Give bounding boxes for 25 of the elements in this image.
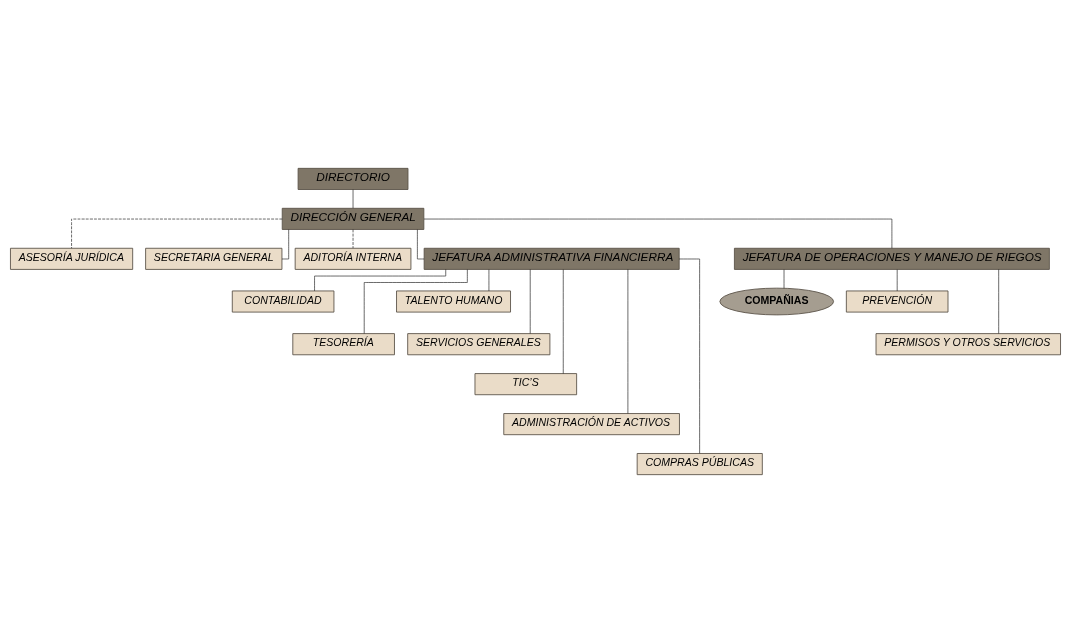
- connector: [529, 269, 531, 334]
- node-box: JEFATURA ADMINISTRATIVA FINANCIERRA: [423, 247, 680, 270]
- connector: [998, 269, 999, 334]
- connector: [562, 269, 564, 374]
- node-ellipse: COMPAÑIAS: [719, 287, 834, 316]
- node-box: JEFATURA DE OPERACIONES Y MANEJO DE RIEGOS: [733, 247, 1050, 270]
- node-box: COMPRAS PÚBLICAS: [636, 453, 763, 476]
- node-box: DIRECTORIO: [297, 167, 409, 190]
- node-box: PREVENCIÓN: [845, 290, 949, 313]
- node-box: CONTABILIDAD: [231, 290, 335, 313]
- node-box: TIC’S: [474, 373, 578, 396]
- node-box: ADITORÍA INTERNA: [294, 247, 412, 270]
- node-box: PERMISOS Y OTROS SERVICIOS: [875, 333, 1061, 356]
- connector: [417, 229, 425, 260]
- node-box: TALENTO HUMANO: [396, 290, 511, 313]
- node-box: ASESORÍA JURÍDICA: [10, 247, 134, 270]
- node-box: SERVICIOS GENERALES: [407, 333, 551, 356]
- connector: [627, 269, 629, 414]
- connector: [314, 269, 447, 292]
- connector: [281, 229, 289, 260]
- node-box: TESORERÍA: [292, 333, 395, 356]
- node-box: DIRECCIÓN GENERAL: [281, 207, 425, 230]
- node-box: ADMINISTRACIÓN DE ACTIVOS: [503, 413, 680, 436]
- connector: [363, 269, 468, 334]
- node-box: SECRETARIA GENERAL: [145, 247, 283, 270]
